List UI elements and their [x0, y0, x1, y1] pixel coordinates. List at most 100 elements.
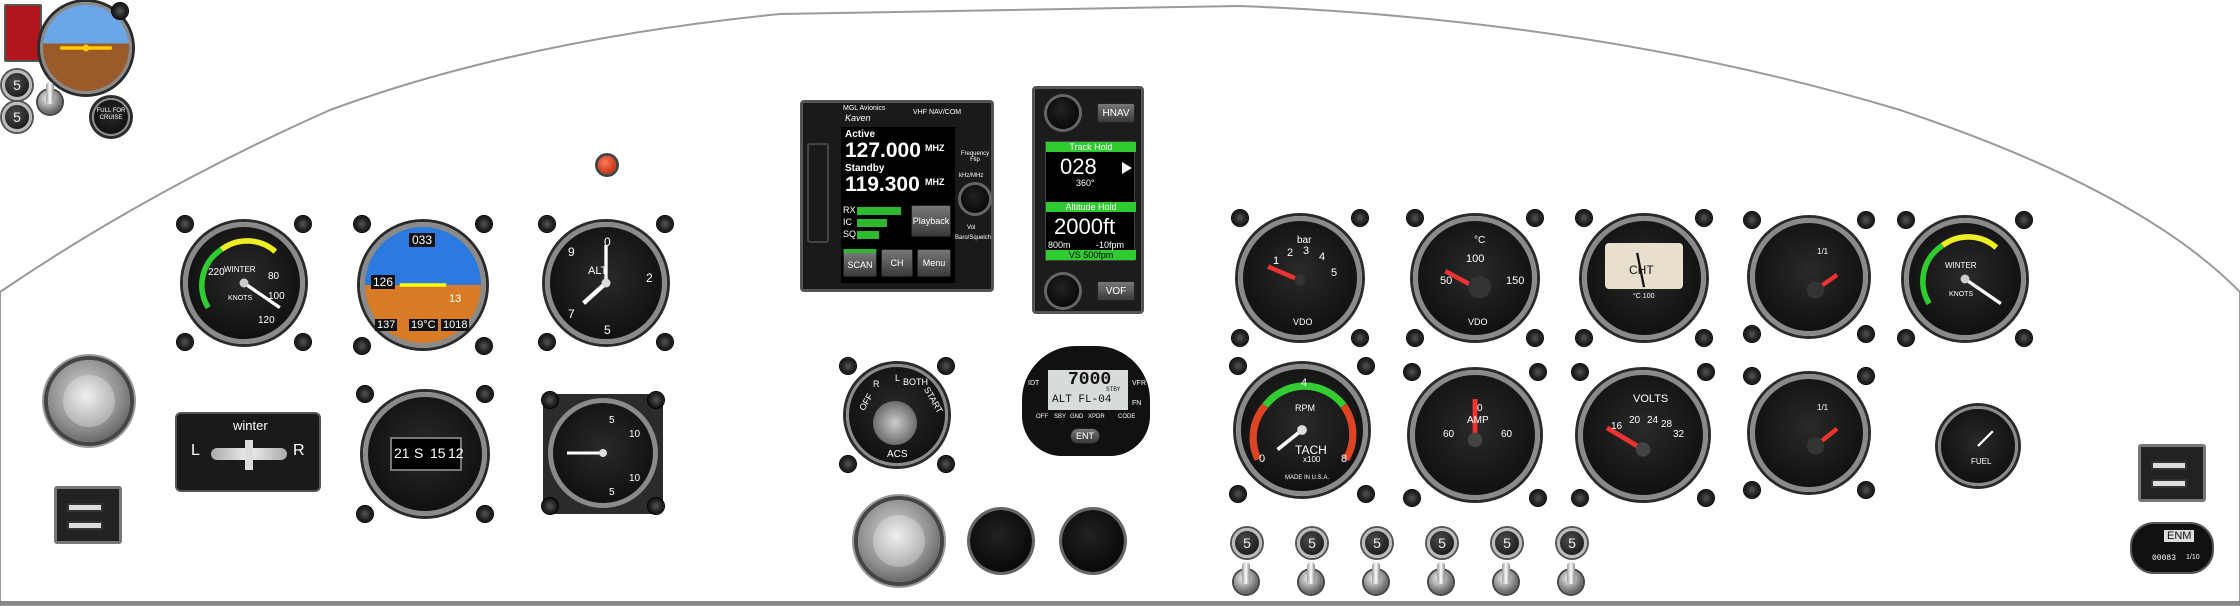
warning-led [598, 156, 616, 174]
screw [1858, 326, 1874, 342]
toggle-switch-5[interactable] [1494, 562, 1518, 594]
screw [1407, 330, 1423, 346]
screw [1858, 212, 1874, 228]
breaker-2[interactable]: 5 [1297, 528, 1327, 558]
autopilot-knob-bottom[interactable] [1047, 275, 1079, 307]
master-switch[interactable] [4, 4, 42, 62]
tachometer: RPM TACH x100 MADE IN U.S.A. 0 4 8 [1236, 364, 1368, 496]
vertical-speed-indicator: 5 10 5 10 [548, 398, 658, 508]
screw [1407, 210, 1423, 226]
asi-brand: WINTER [224, 265, 256, 274]
hobbs-meter: ENM 00083 1/10 [2130, 522, 2214, 574]
ch-button[interactable]: CH [881, 249, 913, 277]
playback-button[interactable]: Playback [911, 205, 951, 237]
efis-speed: 126 [371, 275, 396, 289]
bottom-cabin-knob[interactable] [858, 500, 940, 582]
screw [1858, 368, 1874, 384]
screw [1358, 358, 1374, 374]
screw [1527, 330, 1543, 346]
screw [1572, 490, 1588, 506]
screw [1358, 486, 1374, 502]
screw [938, 456, 954, 472]
screw [1527, 210, 1543, 226]
left-cabin-knob[interactable] [48, 360, 130, 442]
breaker-1[interactable]: 5 [1232, 528, 1262, 558]
screw [648, 392, 664, 408]
efis-baro: 1018 [441, 319, 470, 331]
black-knob-1[interactable] [970, 510, 1032, 572]
screw [477, 386, 493, 402]
compass: 21 S 15 12 [363, 392, 487, 516]
screw [1530, 364, 1546, 380]
ammeter: AMP 60 0 60 [1410, 370, 1540, 500]
screw [354, 216, 370, 232]
autopilot-knob-top[interactable] [1047, 97, 1079, 129]
usb-port-left[interactable] [54, 486, 122, 544]
track-value: 028 [1060, 154, 1097, 179]
transponder-screen: 7000 STBY ALT FL-04 [1048, 370, 1128, 410]
efis-gs: 137 [375, 319, 398, 331]
screw [1404, 490, 1420, 506]
navcom-radio: MGL Avionics Kaven VHF NAV/COM Active 12… [800, 100, 994, 292]
screw [295, 216, 311, 232]
breaker-4[interactable]: 5 [1427, 528, 1457, 558]
vof-button[interactable]: VOF [1097, 281, 1135, 301]
ent-button[interactable]: ENT [1070, 428, 1100, 444]
radio-brand-line: MGL Avionics [843, 105, 886, 112]
screw [1230, 358, 1246, 374]
screw [1898, 212, 1914, 228]
screw [1698, 364, 1714, 380]
screw [1898, 330, 1914, 346]
autopilot-unit: HNAV Track Hold 028 360° Altitude Hold 2… [1032, 86, 1144, 314]
screw [354, 338, 370, 354]
toggle-switch-3[interactable] [1364, 562, 1388, 594]
screw [357, 386, 373, 402]
usb-port-right[interactable] [2138, 444, 2206, 502]
hnav-button[interactable]: HNAV [1097, 103, 1135, 123]
screw [542, 498, 558, 514]
toggle-switch-6[interactable] [1559, 562, 1583, 594]
screw [1232, 210, 1248, 226]
asi-unit: KNOTS [228, 295, 253, 302]
toggle-switch-1[interactable] [1234, 562, 1258, 594]
screw [539, 216, 555, 232]
screw [177, 334, 193, 350]
altitude-value: 2000ft [1054, 214, 1116, 239]
screw [938, 358, 954, 374]
toggle-switch-4[interactable] [1429, 562, 1453, 594]
scan-button[interactable]: SCAN [843, 249, 877, 277]
top-breaker[interactable]: 5 [2, 70, 32, 100]
breaker-5[interactable]: 5 [1492, 528, 1522, 558]
screw [840, 456, 856, 472]
breaker-3[interactable]: 5 [1362, 528, 1392, 558]
screw [1744, 368, 1760, 384]
screw [1696, 210, 1712, 226]
airspeed-indicator-left: WINTER KNOTS 220 80 100 120 [183, 222, 305, 344]
screw [542, 392, 558, 408]
cht-gauge: CHT °C 100 [1582, 216, 1706, 340]
screw [539, 334, 555, 350]
black-knob-2[interactable] [1062, 510, 1124, 572]
breaker-6[interactable]: 5 [1557, 528, 1587, 558]
screw [476, 338, 492, 354]
top-toggle-switch[interactable] [38, 82, 62, 114]
menu-button[interactable]: Menu [917, 249, 951, 277]
fuel-gauge-2: 1/1 [1750, 374, 1868, 492]
top-breaker-2[interactable]: 5 [2, 102, 32, 132]
magneto-switch[interactable]: OFF R L BOTH START ACS [846, 364, 948, 466]
screw [1530, 490, 1546, 506]
screw [1352, 210, 1368, 226]
screw [1572, 364, 1588, 380]
screw [1744, 326, 1760, 342]
transponder: 7000 STBY ALT FL-04 IDT VFR FN OFF SBY G… [1022, 346, 1150, 456]
screw [476, 216, 492, 232]
screw [1232, 330, 1248, 346]
screw [1744, 482, 1760, 498]
radio-freq-knob[interactable] [961, 185, 989, 213]
voltmeter: VOLTS 16 20 24 28 32 [1578, 370, 1708, 500]
screw [1744, 212, 1760, 228]
active-frequency: 127.000 [845, 139, 921, 162]
screw [177, 216, 193, 232]
toggle-switch-2[interactable] [1299, 562, 1323, 594]
standby-frequency: 119.300 [845, 173, 920, 196]
